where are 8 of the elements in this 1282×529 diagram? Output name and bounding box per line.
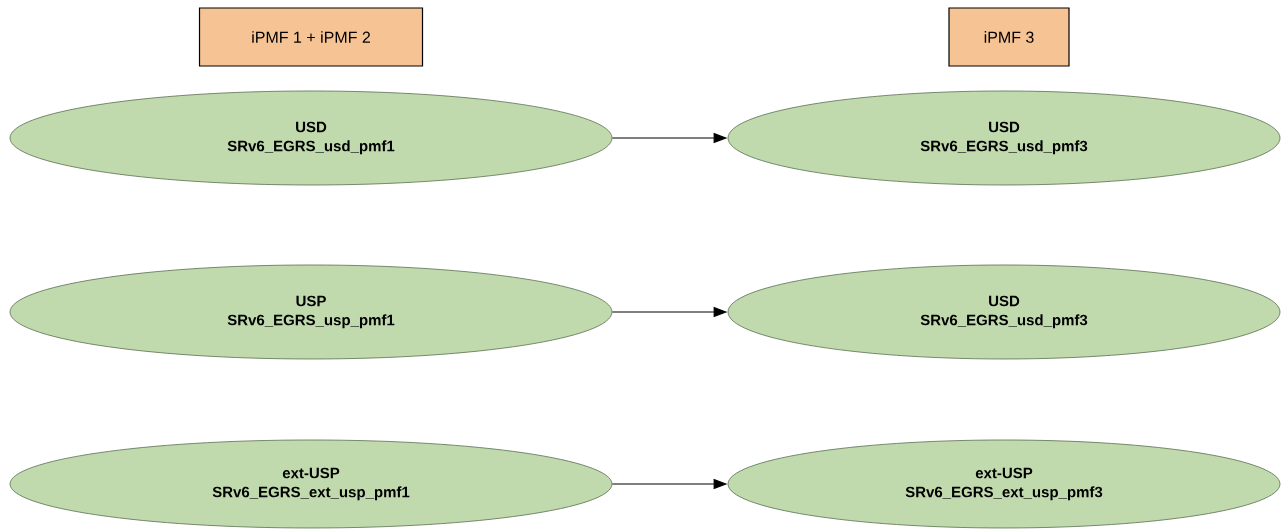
ellipse-node: ext-USP SRv6_EGRS_ext_usp_pmf3	[727, 439, 1281, 529]
ellipse-node: USD SRv6_EGRS_usd_pmf3	[727, 90, 1281, 186]
header-box: iPMF 1 + iPMF 2	[198, 7, 424, 67]
ellipse-node: USP SRv6_EGRS_usp_pmf1	[9, 264, 613, 360]
ellipse-node: USD SRv6_EGRS_usd_pmf1	[9, 90, 613, 186]
ellipse-node: USD SRv6_EGRS_usd_pmf3	[727, 264, 1281, 360]
ellipse-node: ext-USP SRv6_EGRS_ext_usp_pmf1	[9, 439, 613, 529]
header-box: iPMF 3	[948, 7, 1070, 67]
